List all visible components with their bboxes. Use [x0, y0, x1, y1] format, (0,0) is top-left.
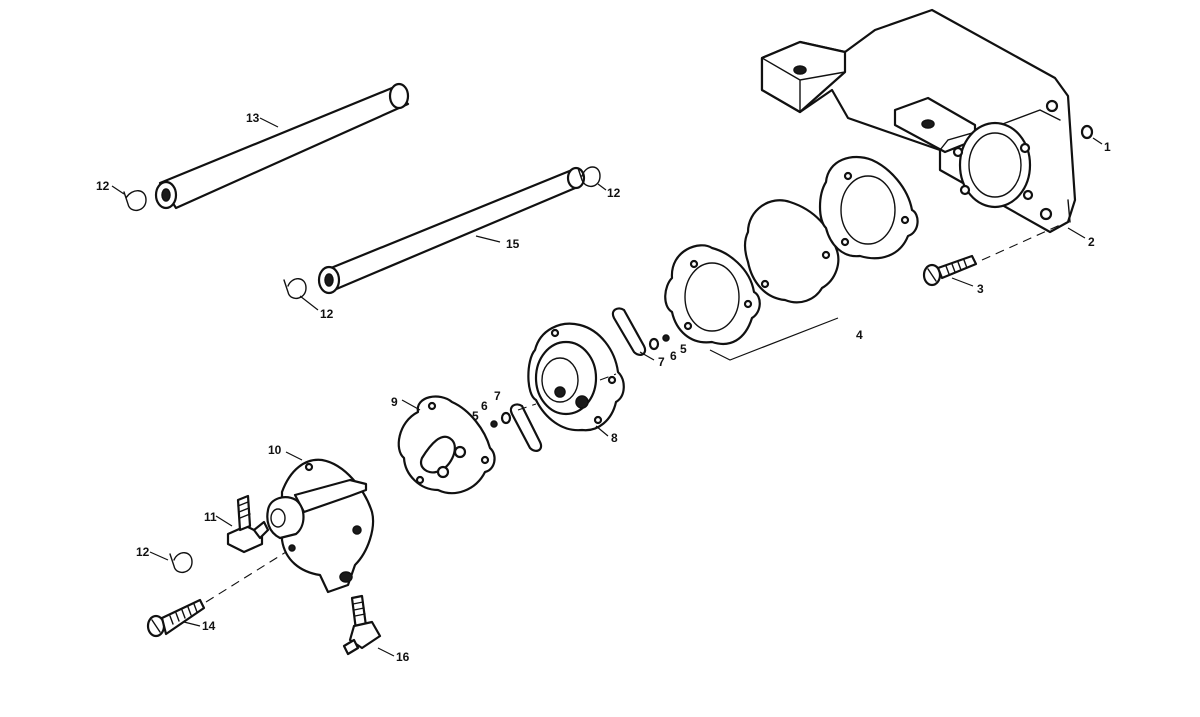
callout-12-c: 12	[320, 307, 334, 321]
outlet-fitting-16	[342, 594, 382, 656]
hose-clamp-12-a	[123, 190, 147, 211]
callout-15: 15	[506, 237, 520, 251]
hose-clamp-12-d	[169, 552, 193, 573]
callout-4: 4	[856, 328, 863, 342]
gasket-set	[664, 155, 919, 361]
pump-body	[527, 322, 625, 432]
callout-7-upper: 7	[658, 355, 665, 369]
callout-5-upper: 5	[680, 342, 687, 356]
callout-13: 13	[246, 111, 260, 125]
callout-6-lower: 6	[481, 399, 488, 413]
hose-clamp-12-c	[283, 278, 307, 299]
callout-12-d: 12	[136, 545, 150, 559]
washer-5-upper	[662, 334, 670, 342]
callout-12-a: 12	[96, 179, 110, 193]
elbow-fitting-11	[226, 494, 270, 554]
valve-7-upper	[611, 307, 647, 356]
screw-3	[922, 254, 978, 287]
callout-14: 14	[202, 619, 216, 633]
callout-5-lower: 5	[472, 409, 479, 423]
seal-6-upper	[648, 337, 660, 351]
valve-7-lower	[509, 403, 543, 452]
mounting-bracket	[760, 8, 1077, 234]
pump-cover	[266, 458, 375, 594]
washer-1	[1080, 124, 1094, 140]
callout-9: 9	[391, 395, 398, 409]
hose-15	[317, 166, 586, 295]
callout-16: 16	[396, 650, 410, 664]
centerline-cover	[205, 551, 287, 603]
hose-clamp-12-b	[577, 166, 601, 187]
seal-6-lower	[500, 411, 512, 425]
callout-7-lower: 7	[494, 389, 501, 403]
callout-6-upper: 6	[670, 349, 677, 363]
callout-12-b: 12	[607, 186, 621, 200]
washer-5-lower	[490, 420, 498, 428]
hose-13	[154, 82, 410, 210]
callout-10: 10	[268, 443, 282, 457]
diaphragm-gasket	[397, 395, 496, 495]
screw-14	[146, 598, 206, 638]
callout-3: 3	[977, 282, 984, 296]
callout-2: 2	[1088, 235, 1095, 249]
centerline-pump	[517, 373, 617, 411]
callout-8: 8	[611, 431, 618, 445]
callout-11: 11	[204, 510, 217, 524]
callout-1: 1	[1104, 140, 1111, 154]
